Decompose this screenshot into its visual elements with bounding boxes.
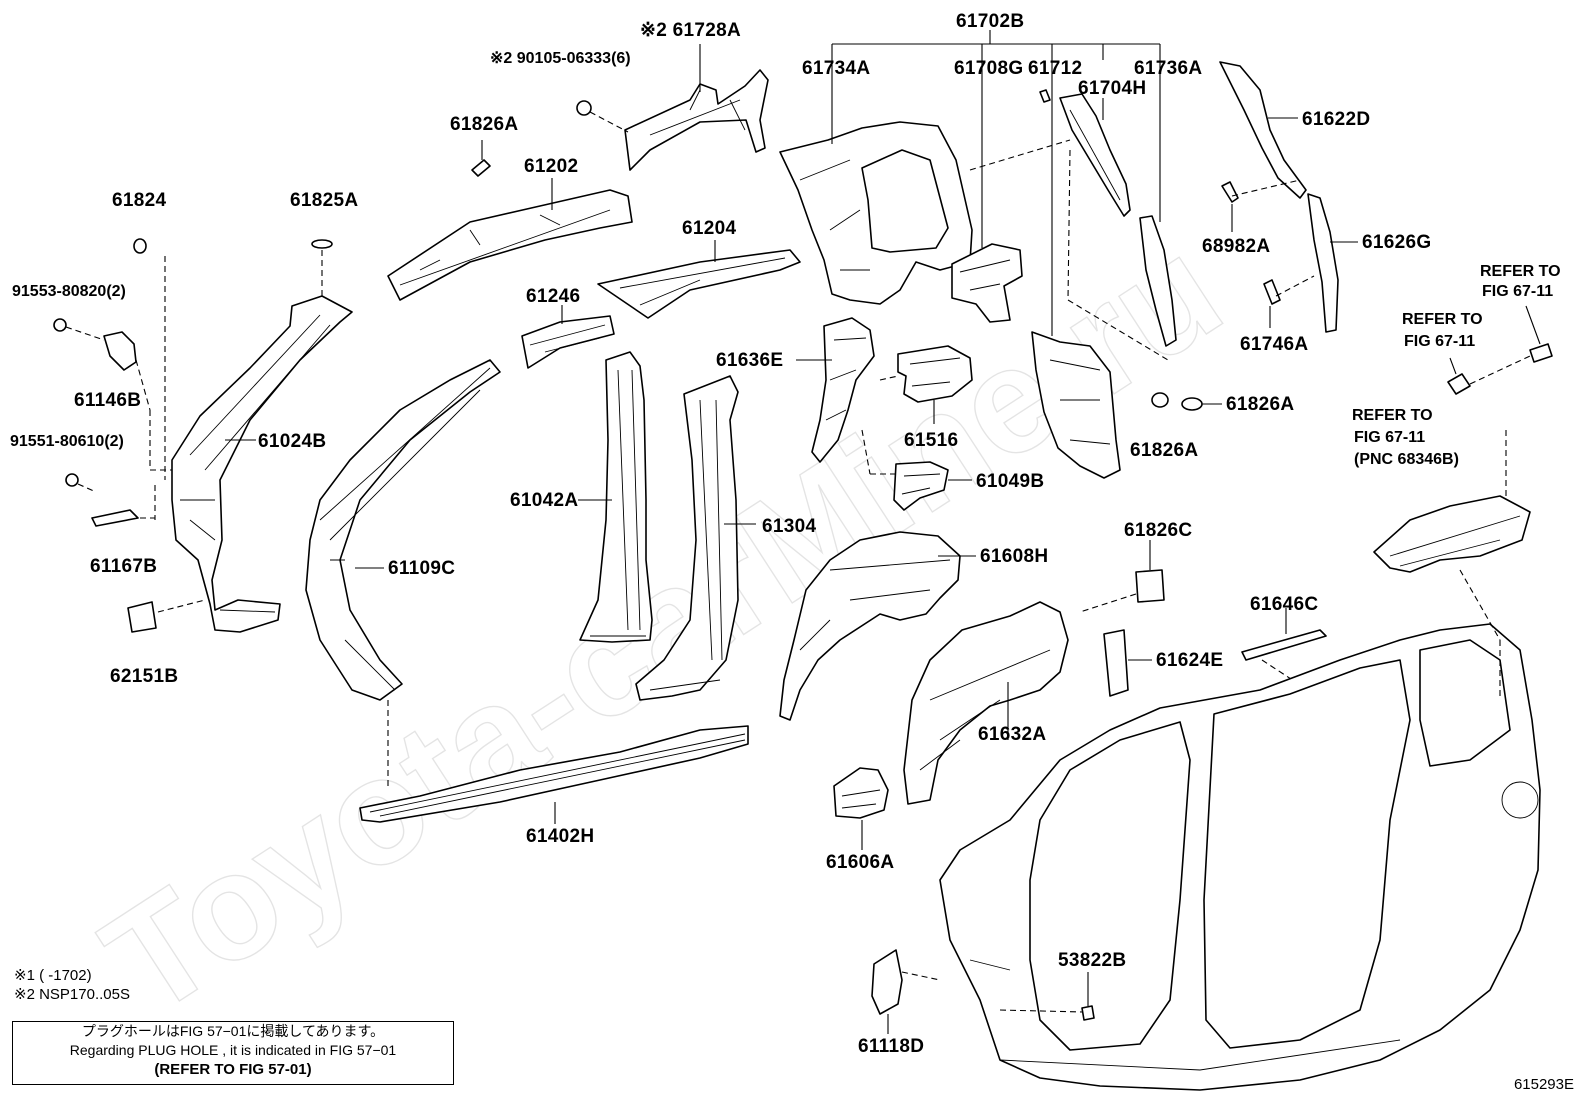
bracket-61702B-group: [831, 30, 1161, 60]
label-61708G: 61708G: [954, 58, 1023, 79]
label-61825A: 61825A: [290, 190, 358, 211]
label-90105-06333: ※2 90105-06333(6): [490, 50, 631, 67]
part-61824-shape: [133, 238, 166, 480]
part-61304-shape: [635, 375, 756, 701]
part-61204-shape: [597, 240, 801, 319]
label-61746A: 61746A: [1240, 334, 1308, 355]
reference-fig-67-11-a: REFER TO FIG 67-11: [1480, 263, 1561, 300]
label-61704H: 61704H: [1078, 78, 1146, 99]
part-61202-shape: [387, 140, 633, 301]
part-61826C-shape: [1079, 540, 1165, 613]
label-61167B: 61167B: [90, 556, 157, 577]
label-61736A: 61736A: [1134, 58, 1202, 79]
label-61118D: 61118D: [858, 1036, 924, 1057]
label-61624E: 61624E: [1156, 650, 1223, 671]
plug-hole-note-box: プラグホールはFIG 57−01に掲載してあります。 Regarding PLU…: [12, 1021, 454, 1085]
label-61646C: 61646C: [1250, 594, 1318, 615]
label-61608H: 61608H: [980, 546, 1048, 567]
part-61626G-shape: [1307, 193, 1358, 333]
reference-fig-67-11-b: REFER TO FIG 67-11: [1402, 311, 1483, 350]
part-61146B-shape: [53, 318, 172, 471]
part-61746A-shape: [1263, 275, 1315, 328]
figure-id: 615293E: [1513, 1076, 1574, 1093]
label-61042A: 61042A: [510, 490, 578, 511]
part-61246-shape: [521, 305, 615, 369]
svg-text:FIG 67-11: FIG 67-11: [1482, 283, 1553, 300]
part-61728A-shape: [576, 44, 769, 171]
note-reference: (REFER TO FIG 57-01): [154, 1061, 312, 1078]
part-61024B-shape: [171, 295, 353, 633]
part-68982A-shape: [1221, 179, 1301, 232]
label-62151B: 62151B: [110, 666, 178, 687]
part-61825A-shape: [311, 239, 333, 298]
label-91551-80610: 91551-80610(2): [10, 433, 124, 450]
label-61516: 61516: [904, 430, 958, 451]
label-61734A: 61734A: [802, 58, 870, 79]
note-japanese: プラグホールはFIG 57−01に掲載してあります。: [81, 1023, 385, 1039]
part-61167B-shape: [65, 473, 156, 527]
label-61826C: 61826C: [1124, 520, 1192, 541]
label-61702B: 61702B: [956, 11, 1024, 32]
part-61606A-shape: [833, 767, 889, 850]
label-61146B: 61146B: [74, 390, 141, 411]
svg-text:REFER TO: REFER TO: [1480, 263, 1561, 280]
footnote-2: ※2 NSP170..05S: [14, 986, 130, 1003]
label-61606A: 61606A: [826, 852, 894, 873]
part-61708G-shape: [951, 60, 1071, 323]
svg-text:FIG 67-11: FIG 67-11: [1354, 429, 1425, 446]
label-61049B: 61049B: [976, 471, 1044, 492]
label-68982A: 68982A: [1202, 236, 1270, 257]
part-61736A-shape: [1139, 60, 1177, 347]
part-61118D-shape: [871, 949, 941, 1034]
part-61049B-shape: [893, 461, 972, 511]
svg-text:REFER TO: REFER TO: [1402, 311, 1483, 328]
label-61826A-right1: 61826A: [1130, 440, 1198, 461]
label-61636E: 61636E: [716, 350, 783, 371]
part-61042A-shape: [578, 351, 653, 643]
note-english: Regarding PLUG HOLE , it is indicated in…: [69, 1042, 397, 1058]
part-61734A-shape: [779, 60, 973, 305]
part-reference-68346B: [1373, 305, 1553, 700]
part-side-outer-panel: [939, 623, 1541, 1091]
part-61646C-shape: [1241, 608, 1461, 791]
reference-fig-67-11-pnc: REFER TO FIG 67-11 (PNC 68346B): [1352, 407, 1459, 468]
label-61626G: 61626G: [1362, 232, 1431, 253]
label-61826A-top: 61826A: [450, 114, 518, 135]
label-61304: 61304: [762, 516, 816, 537]
label-61824: 61824: [112, 190, 166, 211]
part-61712-shape: [1031, 60, 1169, 479]
footnote-1: ※1 ( -1702): [14, 967, 92, 984]
label-61728A: ※2 61728A: [640, 20, 741, 41]
label-91553-80820: 91553-80820(2): [12, 283, 126, 300]
svg-text:(PNC 68346B): (PNC 68346B): [1354, 451, 1459, 468]
label-61024B: 61024B: [258, 431, 326, 452]
part-53822B-shape: [999, 972, 1095, 1021]
part-61402H-shape: [359, 700, 749, 824]
svg-text:FIG 67-11: FIG 67-11: [1404, 333, 1475, 350]
label-61402H: 61402H: [526, 826, 594, 847]
part-61826A-grommets: [1151, 392, 1222, 411]
label-61632A: 61632A: [978, 724, 1046, 745]
footnotes: ※1 ( -1702) ※2 NSP170..05S: [14, 966, 130, 1004]
label-61622D: 61622D: [1302, 109, 1370, 130]
part-61704H-shape: [1039, 89, 1131, 217]
part-61622D-shape: [1219, 61, 1307, 199]
part-61608H-shape: [779, 531, 976, 721]
label-61246: 61246: [526, 286, 580, 307]
part-61516-shape: [879, 345, 973, 424]
label-53822B: 53822B: [1058, 950, 1126, 971]
part-61624E-shape: [1103, 629, 1152, 697]
label-61202: 61202: [524, 156, 578, 177]
part-62151B-shape: [127, 599, 206, 633]
label-61204: 61204: [682, 218, 736, 239]
label-61826A-right2: 61826A: [1226, 394, 1294, 415]
label-61109C: 61109C: [388, 558, 455, 579]
part-61109C-shape: [305, 359, 501, 701]
svg-text:REFER TO: REFER TO: [1352, 407, 1433, 424]
label-61712: 61712: [1028, 58, 1082, 79]
part-61632A-shape: [903, 601, 1069, 805]
part-61636E-shape: [796, 317, 898, 475]
